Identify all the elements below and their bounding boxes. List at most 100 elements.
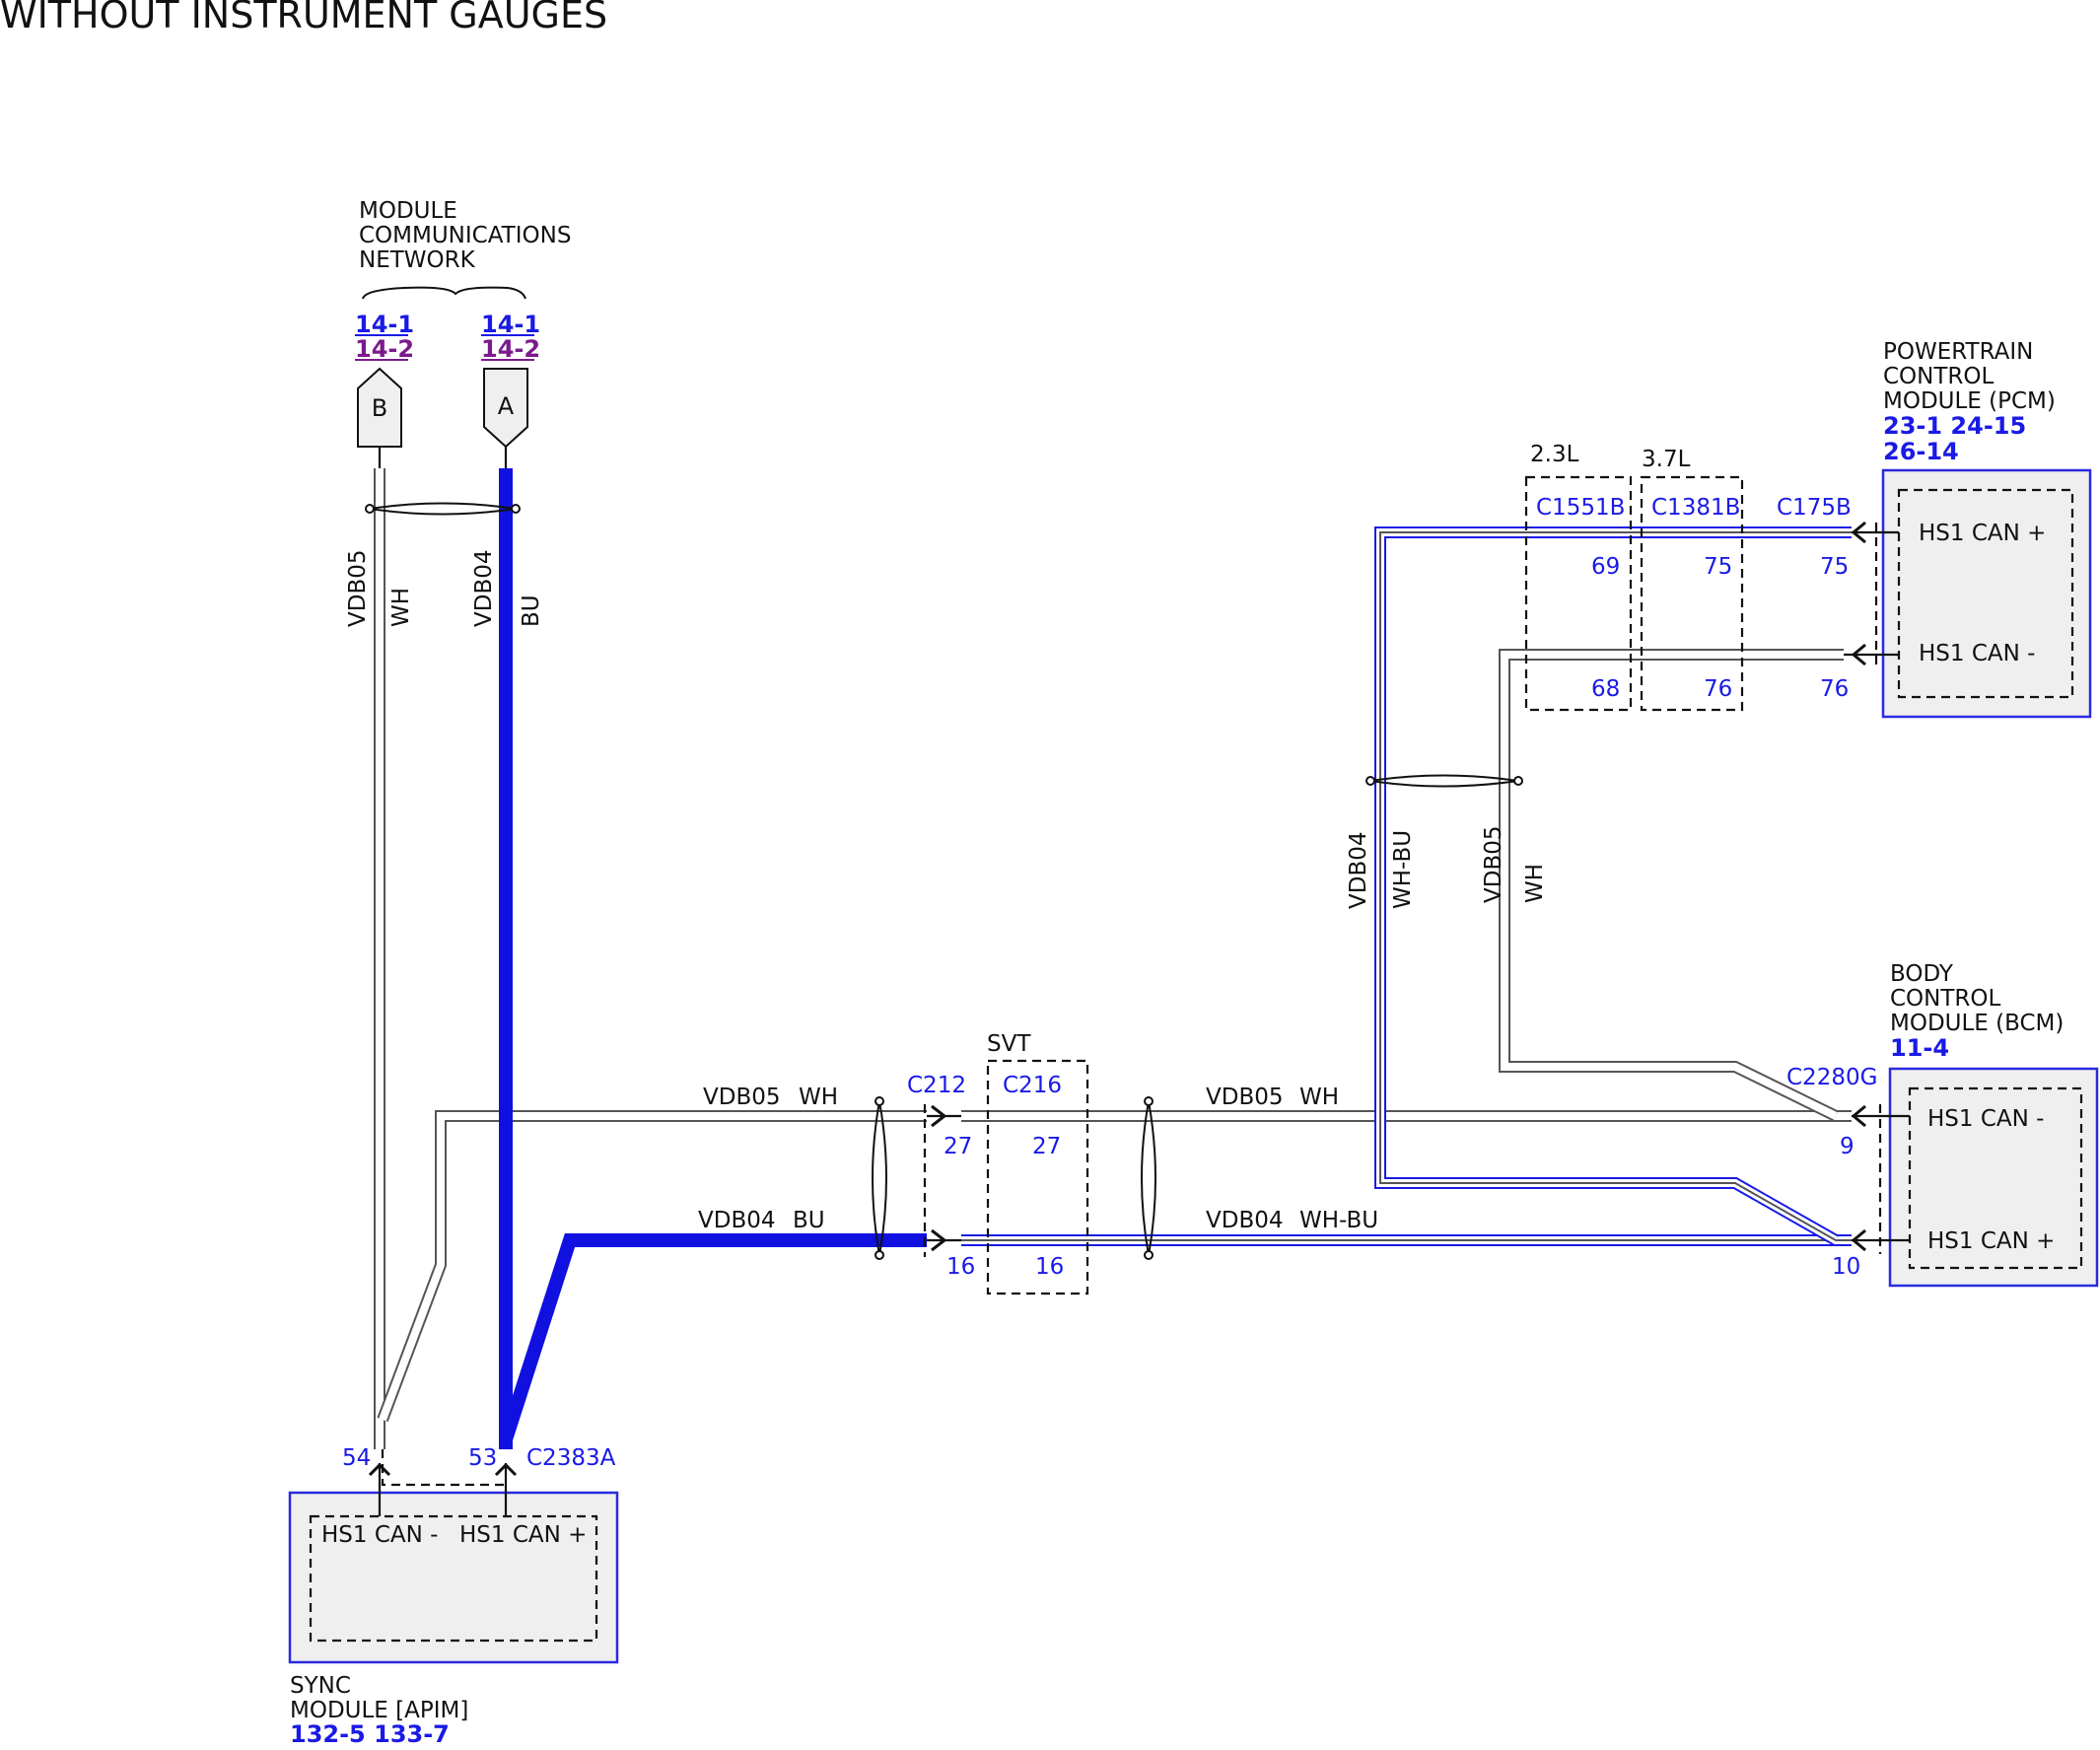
network-label-line-3: NETWORK: [359, 247, 476, 273]
network-flag-a[interactable]: 14-1 14-2 A: [481, 311, 540, 468]
c1551b-pin-top: 69: [1591, 554, 1620, 580]
bcm-pin-10-num: 10: [1832, 1254, 1860, 1280]
network-brace: [362, 286, 526, 300]
bcm-pin-10-symbol: [1851, 1228, 1866, 1252]
pcm-pin-75-num: 75: [1820, 554, 1849, 580]
sync-pin-54-symbol: [368, 1462, 391, 1477]
bcm-name-line-1: BODY: [1890, 961, 1954, 987]
flag-a-shape: [483, 368, 528, 449]
label-mid-lower-color: BU: [793, 1208, 825, 1233]
sync-pin-53-symbol: [494, 1462, 518, 1477]
c1381b-name: C1381B: [1651, 495, 1740, 521]
pcm-pin-75-symbol: [1851, 521, 1866, 544]
connector-c1381b[interactable]: 3.7L C1381B 75 76: [1640, 447, 1744, 712]
sync-name-line-1: SYNC: [290, 1673, 351, 1699]
bcm-name-line-2: CONTROL: [1890, 986, 2001, 1012]
pcm-refs-1: 23-1 24-15: [1883, 412, 2026, 440]
twist-marker-right: [1365, 774, 1523, 788]
pcm-pin-plus-label: HS1 CAN +: [1919, 521, 2046, 546]
pcm-pin-76-num: 76: [1820, 676, 1849, 702]
flag-a-ref-2: 14-2: [481, 335, 540, 363]
connector-c175b[interactable]: C175B 75 76: [1777, 495, 1899, 702]
c1551b-pin-bottom: 68: [1591, 676, 1620, 702]
c2280g-name: C2280G: [1786, 1065, 1877, 1090]
pcm-module[interactable]: POWERTRAIN CONTROL MODULE (PCM) 23-1 24-…: [1881, 339, 2092, 719]
c212-pin-16-symbol: [931, 1228, 947, 1252]
c1551b-name: C1551B: [1536, 495, 1625, 521]
pcm-module-inner: [1897, 488, 2074, 699]
label-vert-vdb05-circuit: VDB05: [1481, 826, 1506, 904]
flag-a-letter: A: [498, 392, 515, 420]
sync-module-box: [288, 1491, 619, 1664]
c212-pin-bottom: 16: [946, 1254, 975, 1280]
sync-pin-54-num: 54: [342, 1445, 371, 1471]
c1381b-pin-top: 75: [1704, 554, 1732, 580]
sync-module[interactable]: HS1 CAN - HS1 CAN + SYNC MODULE [APIM] 1…: [288, 1491, 619, 1748]
bcm-pin-plus-label: HS1 CAN +: [1927, 1228, 2055, 1254]
pcm-name-line-3: MODULE (PCM): [1883, 388, 2056, 414]
sync-name-line-2: MODULE [APIM]: [290, 1698, 468, 1723]
pcm-pin-minus-label: HS1 CAN -: [1919, 641, 2035, 666]
label-mid-upper-circuit: VDB05: [703, 1085, 781, 1110]
label-left-vdb05-color: WH: [388, 588, 414, 627]
label-right-upper-circuit: VDB05: [1206, 1085, 1284, 1110]
c1551b-group: 2.3L: [1530, 442, 1579, 467]
wire-mid-vdb04-bu[interactable]: [499, 1233, 927, 1442]
pcm-pin-76-symbol: [1851, 643, 1866, 666]
pcm-name-line-1: POWERTRAIN: [1883, 339, 2033, 365]
label-right-upper-color: WH: [1299, 1085, 1339, 1110]
bcm-pin-9-symbol: [1851, 1104, 1866, 1128]
c216-group: SVT: [987, 1031, 1031, 1057]
connector-c216[interactable]: SVT C216 27 16: [986, 1031, 1089, 1295]
wire-mid-vdb05-wh[interactable]: [377, 1110, 927, 1423]
c216-pin-bottom: 16: [1035, 1254, 1064, 1280]
bcm-module-box: [1888, 1067, 2099, 1288]
label-mid-lower-circuit: VDB04: [698, 1208, 776, 1233]
label-mid-upper-color: WH: [799, 1085, 838, 1110]
flag-b-ref-2: 14-2: [355, 335, 414, 363]
network-flag-b[interactable]: 14-1 14-2 B: [355, 311, 414, 468]
connector-c2383a[interactable]: 54 53 C2383A: [342, 1445, 616, 1516]
diagram-title: WITHOUT INSTRUMENT GAUGES: [0, 0, 607, 36]
network-label: MODULE COMMUNICATIONS NETWORK: [359, 198, 571, 300]
bcm-refs: 11-4: [1890, 1034, 1949, 1062]
twist-marker-mid-left: [872, 1096, 887, 1260]
network-label-line-2: COMMUNICATIONS: [359, 223, 571, 248]
twist-marker-mid-right: [1141, 1096, 1156, 1260]
c175b-name: C175B: [1777, 495, 1852, 521]
connector-c1551b[interactable]: 2.3L C1551B 69 68: [1524, 442, 1633, 712]
label-right-lower-circuit: VDB04: [1206, 1208, 1284, 1233]
label-vert-vdb04-circuit: VDB04: [1346, 832, 1371, 910]
sync-module-inner: [309, 1514, 598, 1643]
network-label-line-1: MODULE: [359, 198, 457, 224]
label-left-vdb04-circuit: VDB04: [471, 550, 497, 628]
c212-pin-27-symbol: [931, 1104, 947, 1128]
c1381b-group: 3.7L: [1642, 447, 1691, 472]
sync-pin-minus-label: HS1 CAN -: [321, 1522, 438, 1548]
flag-a-ref-1: 14-1: [481, 311, 540, 338]
c212-name: C212: [907, 1073, 966, 1098]
bcm-pin-9-num: 9: [1840, 1134, 1855, 1159]
twist-marker-left: [365, 502, 521, 516]
bcm-module[interactable]: BODY CONTROL MODULE (BCM) 11-4 HS1 CAN -…: [1888, 961, 2099, 1288]
label-vert-vdb04-color: WH-BU: [1390, 830, 1416, 909]
bcm-module-inner: [1908, 1086, 2083, 1270]
flag-b-shape: [357, 367, 402, 448]
wire-vert-vdb04-whbu[interactable]: [1374, 526, 1852, 1246]
c1381b-pin-bottom: 76: [1704, 676, 1732, 702]
pcm-refs-2: 26-14: [1883, 438, 1959, 465]
c216-name: C216: [1003, 1073, 1062, 1098]
sync-pin-53-num: 53: [468, 1445, 497, 1471]
pcm-name-line-2: CONTROL: [1883, 364, 1995, 389]
wire-vert-vdb05-wh[interactable]: [1499, 649, 1844, 1122]
c216-pin-top: 27: [1032, 1134, 1061, 1159]
c212-pin-top: 27: [944, 1134, 972, 1159]
flag-b-letter: B: [372, 394, 387, 422]
connector-c212[interactable]: C212 27 16: [907, 1073, 975, 1280]
sync-refs: 132-5 133-7: [290, 1720, 450, 1745]
label-vert-vdb05-color: WH: [1522, 864, 1548, 903]
connector-c2280g[interactable]: C2280G 9 10: [1786, 1065, 1910, 1280]
bcm-pin-minus-label: HS1 CAN -: [1927, 1106, 2044, 1132]
